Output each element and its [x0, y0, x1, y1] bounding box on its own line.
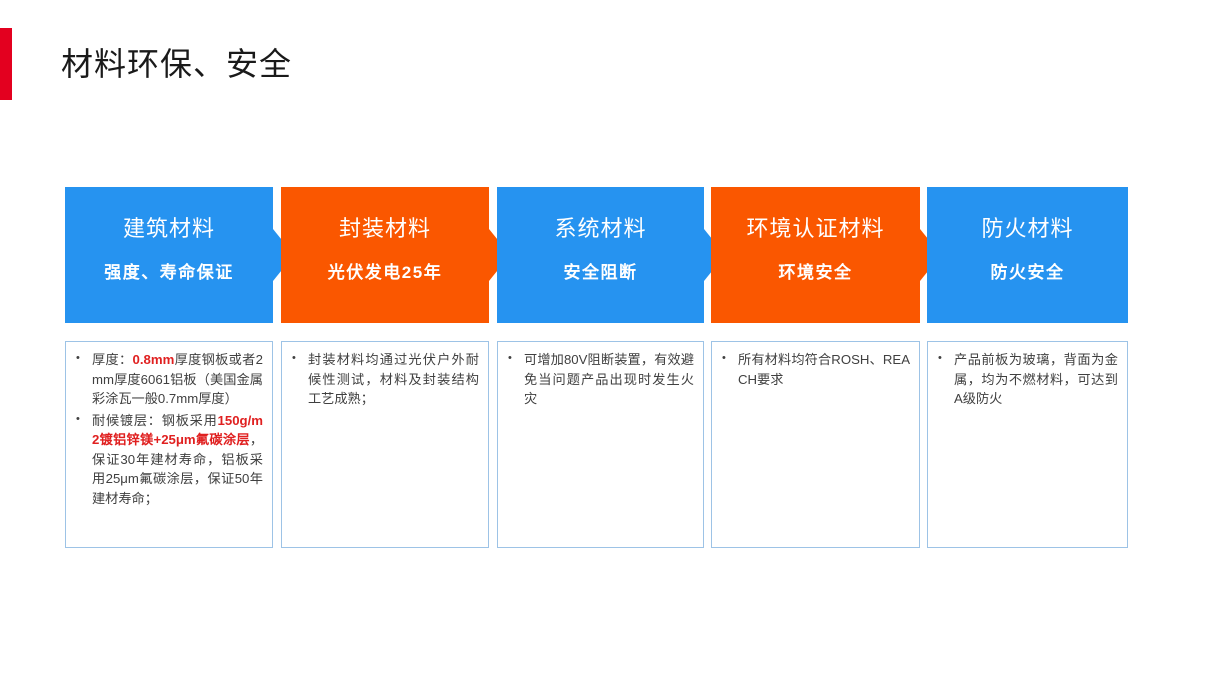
body-text: 产品前板为玻璃，背面为金属，均为不燃材料，可达到A级防火 [954, 352, 1118, 406]
bullet-item: 耐候镀层：钢板采用150g/m2镀铝锌镁+25μm氟碳涂层，保证30年建材寿命，… [73, 410, 263, 509]
detail-box-encapsulation-material-detail: 封装材料均通过光伏户外耐候性测试，材料及封装结构工艺成熟； [281, 341, 489, 548]
process-banner-body: 系统材料安全阻断 [497, 187, 704, 323]
highlight-text: 0.8mm [132, 352, 175, 367]
bullet-list: 可增加80V阻断装置，有效避免当问题产品出现时发生火灾 [505, 349, 694, 409]
process-banner-title: 系统材料 [554, 216, 647, 241]
process-banner-body: 防火材料防火安全 [927, 187, 1128, 323]
process-banner-subtitle: 光伏发电25年 [327, 263, 443, 282]
title-accent-bar [0, 28, 12, 100]
detail-box-construction-material-detail: 厚度：0.8mm厚度钢板或者2mm厚度6061铝板（美国金属彩涂瓦一般0.7mm… [65, 341, 273, 548]
bullet-item: 所有材料均符合ROSH、REACH要求 [719, 349, 910, 389]
bullet-list: 所有材料均符合ROSH、REACH要求 [719, 349, 910, 389]
process-banner-title: 防火材料 [981, 216, 1074, 241]
process-banner-title: 封装材料 [338, 216, 431, 241]
bullet-item: 厚度：0.8mm厚度钢板或者2mm厚度6061铝板（美国金属彩涂瓦一般0.7mm… [73, 349, 263, 409]
bullet-list: 封装材料均通过光伏户外耐候性测试，材料及封装结构工艺成熟； [289, 349, 479, 409]
body-text: 可增加80V阻断装置，有效避免当问题产品出现时发生火灾 [524, 352, 694, 406]
process-banner-subtitle: 强度、寿命保证 [104, 263, 234, 282]
process-banner-subtitle: 安全阻断 [563, 263, 638, 282]
process-banner-title: 建筑材料 [122, 216, 215, 241]
process-banner-body: 建筑材料强度、寿命保证 [65, 187, 273, 323]
process-banner-fireproof-material[interactable]: 防火材料防火安全 [927, 187, 1128, 323]
body-text: 厚度钢板或者2mm厚度6061铝板（美国金属彩涂瓦一般0.7mm厚度） [92, 352, 263, 406]
process-banner-subtitle: 防火安全 [990, 263, 1065, 282]
process-banner-body: 封装材料光伏发电25年 [281, 187, 489, 323]
bullet-item: 产品前板为玻璃，背面为金属，均为不燃材料，可达到A级防火 [935, 349, 1118, 409]
detail-box-system-material-detail: 可增加80V阻断装置，有效避免当问题产品出现时发生火灾 [497, 341, 704, 548]
process-banner-row: 建筑材料强度、寿命保证封装材料光伏发电25年系统材料安全阻断环境认证材料环境安全… [65, 187, 1128, 323]
body-text: 封装材料均通过光伏户外耐候性测试，材料及封装结构工艺成熟； [308, 352, 479, 406]
detail-box-environment-certified-material-detail: 所有材料均符合ROSH、REACH要求 [711, 341, 920, 548]
process-banner-encapsulation-material[interactable]: 封装材料光伏发电25年 [281, 187, 510, 323]
bullet-list: 厚度：0.8mm厚度钢板或者2mm厚度6061铝板（美国金属彩涂瓦一般0.7mm… [73, 349, 263, 509]
body-text: 所有材料均符合ROSH、REACH要求 [738, 352, 910, 387]
process-banner-subtitle: 环境安全 [778, 263, 853, 282]
body-text: 耐候镀层：钢板采用 [92, 412, 218, 428]
process-banner-body: 环境认证材料环境安全 [711, 187, 920, 323]
bullet-item: 可增加80V阻断装置，有效避免当问题产品出现时发生火灾 [505, 349, 694, 409]
body-text: 厚度： [92, 352, 133, 367]
process-banner-system-material[interactable]: 系统材料安全阻断 [497, 187, 725, 323]
detail-box-fireproof-material-detail: 产品前板为玻璃，背面为金属，均为不燃材料，可达到A级防火 [927, 341, 1128, 548]
highlight-text: 150g/m2镀铝锌镁+25μm氟碳涂层 [92, 412, 263, 448]
bullet-list: 产品前板为玻璃，背面为金属，均为不燃材料，可达到A级防火 [935, 349, 1118, 409]
page-title: 材料环保、安全 [61, 46, 293, 82]
body-text: ，保证30年建材寿命，铝板采用25μm氟碳涂层，保证50年建材寿命； [92, 432, 263, 506]
process-banner-construction-material[interactable]: 建筑材料强度、寿命保证 [65, 187, 294, 323]
process-banner-environment-certified-material[interactable]: 环境认证材料环境安全 [711, 187, 941, 323]
bullet-item: 封装材料均通过光伏户外耐候性测试，材料及封装结构工艺成熟； [289, 349, 479, 409]
detail-box-row: 厚度：0.8mm厚度钢板或者2mm厚度6061铝板（美国金属彩涂瓦一般0.7mm… [65, 341, 1128, 548]
process-banner-title: 环境认证材料 [746, 216, 885, 241]
